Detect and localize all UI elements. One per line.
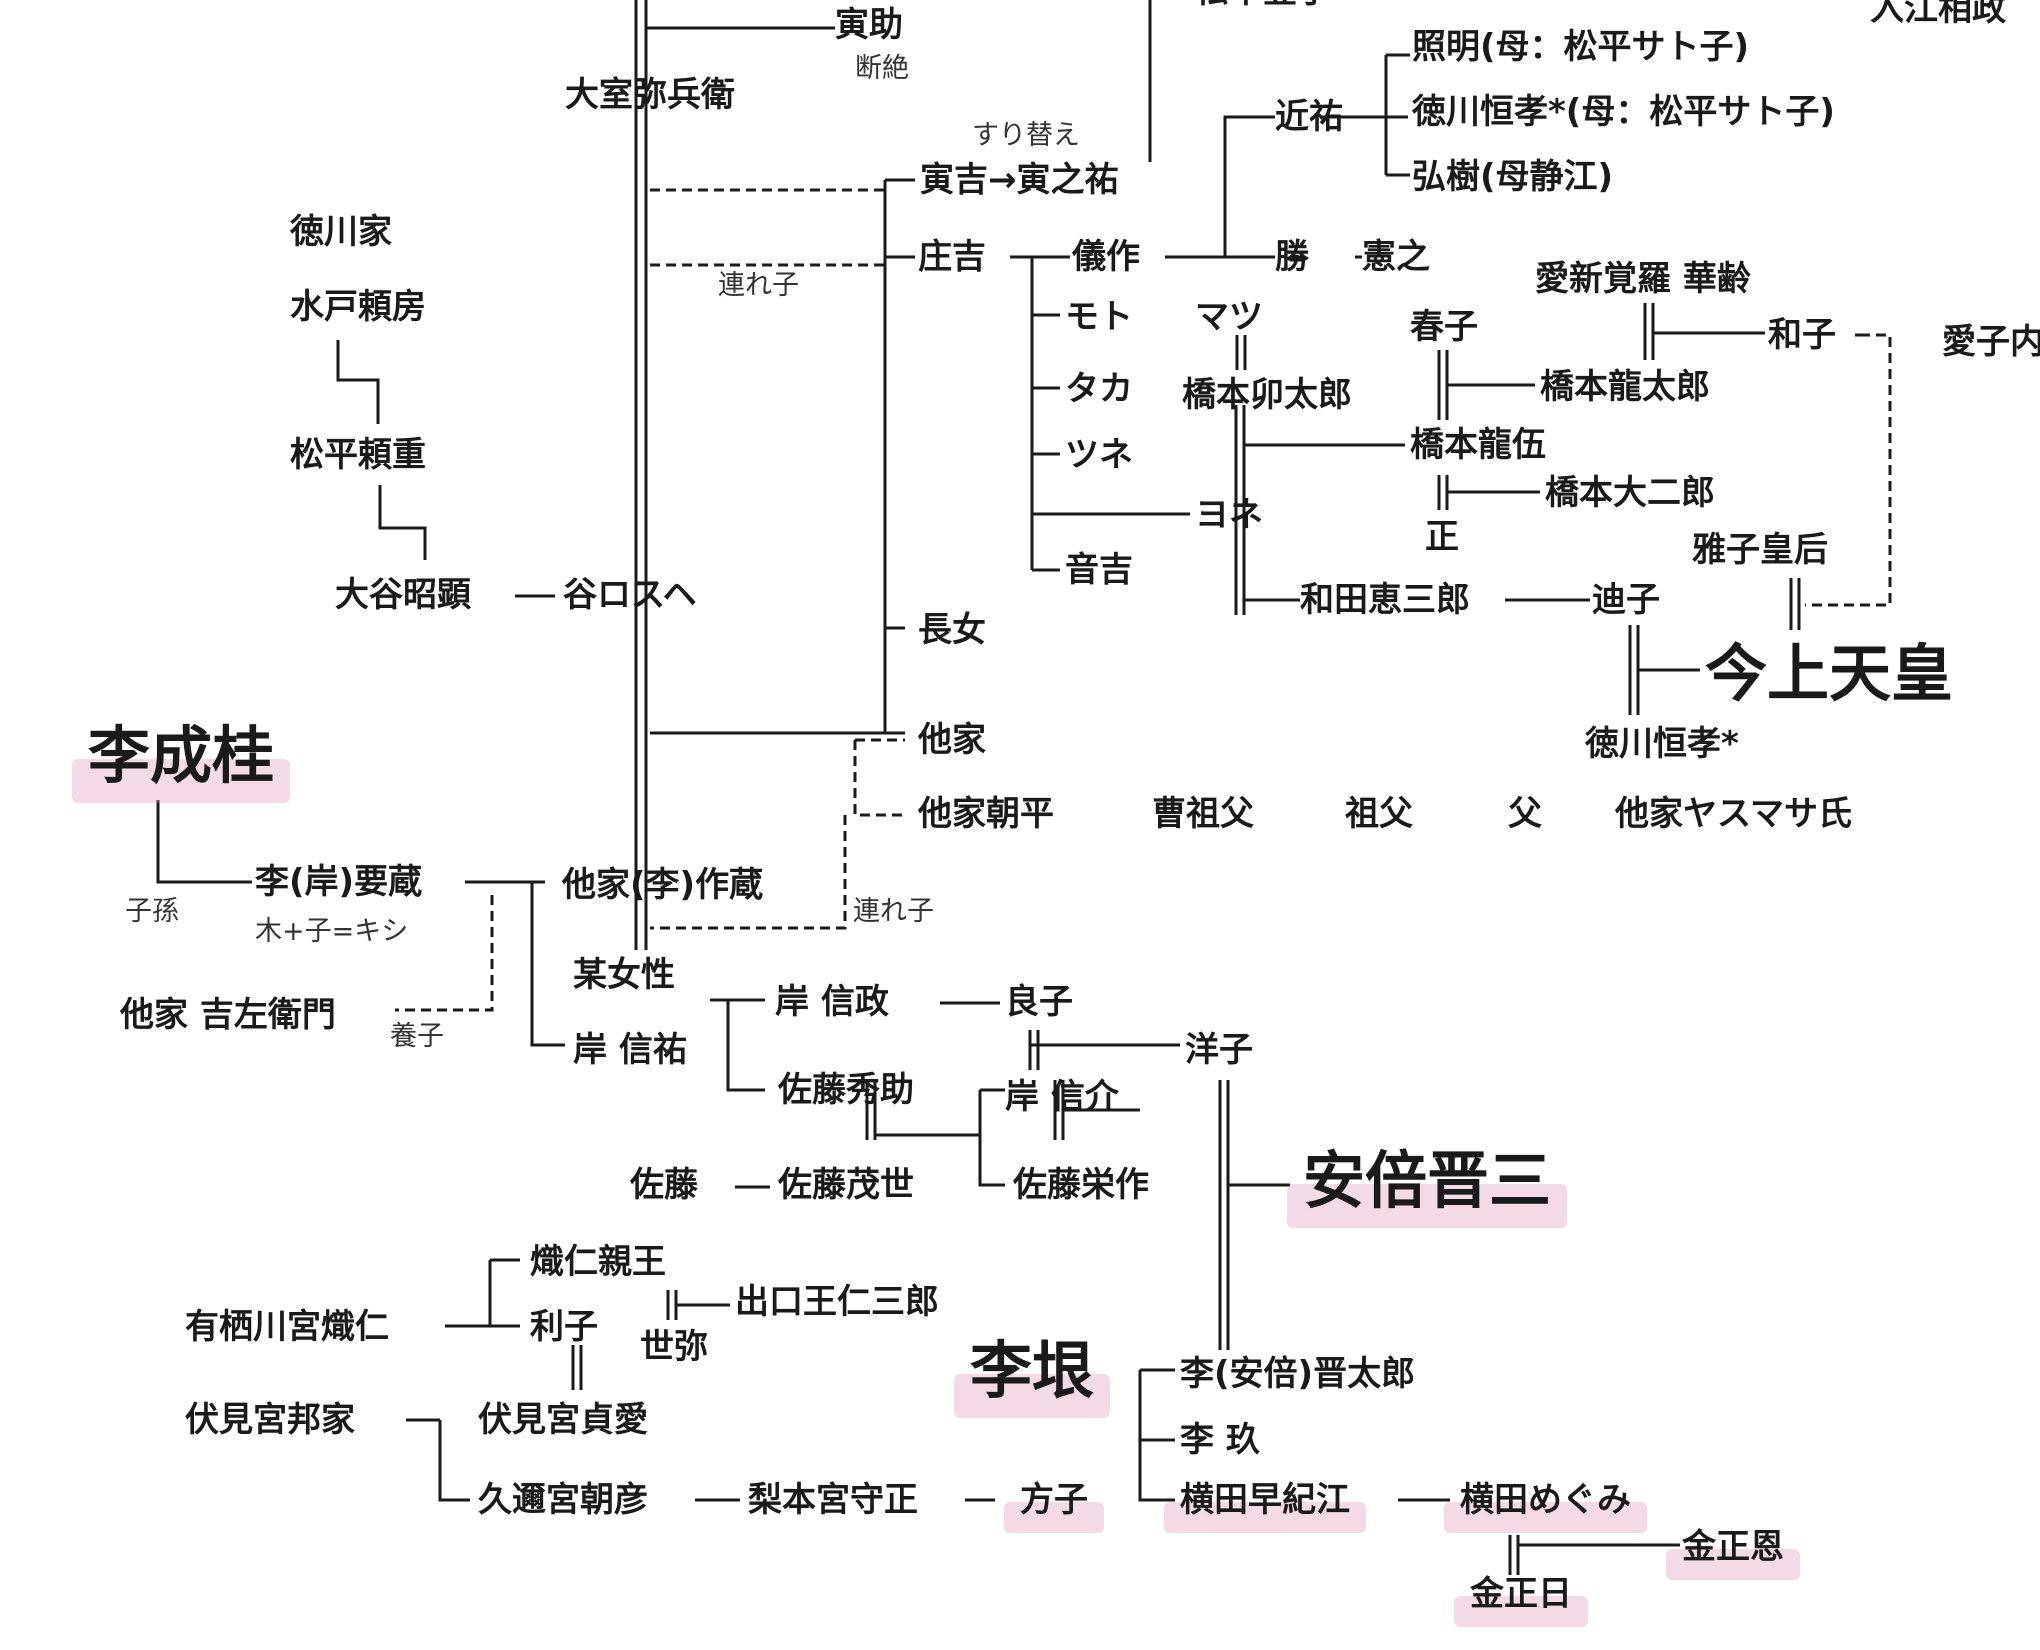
person-kim-jongil: 金正日 [1454, 1574, 1588, 1627]
person-kazuko: 和子 [1768, 315, 1836, 355]
person-sato: 佐藤 [630, 1165, 698, 1205]
person-hashimoto-ryutaro: 橋本龍太郎 [1540, 367, 1710, 407]
person-yone: ヨネ [1195, 495, 1263, 535]
person-taniguchi: 谷ロスヘ [563, 575, 697, 615]
note-shison: 子孫 [125, 896, 179, 927]
person-fushimi-kuniie: 伏見宮邦家 [185, 1400, 355, 1440]
person-sosofu: 曹祖父 [1152, 794, 1254, 834]
person-sato-eisaku: 佐藤栄作 [1013, 1165, 1149, 1205]
person-wada: 和田恵三郎 [1300, 580, 1470, 620]
person-hashimoto-utaro: 橋本卯太郎 [1182, 375, 1352, 415]
person-deguchi: 出口王仁三郎 [735, 1282, 939, 1322]
person-teruaki: 照明(母：松平サト子) [1412, 27, 1750, 67]
person-chojo: 長女 [918, 610, 986, 650]
person-take-yasumasa: 他家ヤスマサ氏 [1615, 794, 1852, 834]
person-tadashi: 正 [1425, 517, 1459, 557]
person-fushimi-sadanaru: 伏見宮貞愛 [478, 1400, 648, 1440]
person-matsudaira-yorishige: 松平頼重 [290, 435, 426, 475]
note-surikae: すり替え [972, 120, 1080, 151]
person-yoko: 洋子 [1185, 1030, 1253, 1070]
person-abe-shinzo: 安倍晋三 [1286, 1144, 1568, 1228]
person-kuninomiya: 久邇宮朝彦 [478, 1480, 648, 1520]
person-sato-moyo: 佐藤茂世 [778, 1165, 914, 1205]
person-aishinkakura: 愛新覚羅 華齢 [1535, 259, 1751, 299]
person-kishi-nobusuke: 岸 信祐 [573, 1030, 687, 1070]
person-tsune: ツネ [1065, 435, 1133, 475]
person-tsunetaka-1: 徳川恒孝*(母：松平サト子) [1412, 92, 1835, 132]
person-seiya: 世弥 [640, 1327, 708, 1367]
person-yi-un: 李垠 [953, 1334, 1111, 1418]
person-yoshiko: 良子 [1005, 982, 1073, 1022]
person-yozo: 李(岸)要蔵 [255, 862, 423, 902]
person-torasuke: 寅助 [835, 5, 903, 45]
person-tokugawa-ke: 徳川家 [290, 212, 392, 252]
note-kishi-kanji: 木+子=キシ [255, 916, 409, 947]
person-noriyuki: 憲之 [1362, 237, 1430, 277]
note-tsurego-2: 連れ子 [853, 896, 934, 927]
person-arisugawa: 有栖川宮熾仁 [185, 1307, 389, 1347]
person-kim-jongun: 金正恩 [1666, 1527, 1800, 1580]
person-toshiko: 利子 [530, 1307, 598, 1347]
person-kichizaemon: 他家 吉左衛門 [120, 995, 336, 1035]
person-masako-hojo: 方子 [1004, 1480, 1104, 1533]
person-torakichi: 寅吉→寅之祐 [920, 160, 1119, 200]
person-top-cut-2: 入江相政 [1870, 0, 2006, 29]
person-bo-josei: 某女性 [573, 955, 675, 995]
person-yi-gu: 李 玖 [1180, 1420, 1260, 1460]
person-chikasuke: 近祐 [1275, 97, 1343, 137]
person-haruko: 春子 [1410, 307, 1478, 347]
person-yi-shintaro: 李(安倍)晋太郎 [1180, 1354, 1416, 1394]
person-taka: タカ [1065, 369, 1133, 409]
person-sofu: 祖父 [1345, 794, 1413, 834]
person-kishi-shinsuke: 岸 信介 [1005, 1077, 1119, 1117]
person-taruhito-shinno: 熾仁親王 [530, 1242, 666, 1282]
person-hashimoto-ryugo: 橋本龍伍 [1410, 425, 1546, 465]
person-hashimoto-daijiro: 橋本大二郎 [1545, 473, 1715, 513]
person-masaru: 勝 [1275, 237, 1309, 277]
person-sato-hidesuke: 佐藤秀助 [778, 1070, 914, 1110]
person-shokichi: 庄吉 [918, 237, 986, 277]
person-otani: 大谷昭顕 [335, 575, 471, 615]
person-emperor: 今上天皇 [1705, 637, 1954, 710]
person-aiko: 愛子内 [1942, 322, 2040, 362]
person-nashimoto: 梨本宮守正 [748, 1480, 918, 1520]
person-tsunetaka-2: 徳川恒孝* [1585, 724, 1739, 764]
person-hiroki: 弘樹(母静江) [1412, 157, 1614, 197]
person-masako: 雅子皇后 [1692, 530, 1828, 570]
person-yokota-megumi: 横田めぐみ [1443, 1480, 1648, 1533]
person-moto: モト [1065, 297, 1133, 337]
person-mito-yorifusa: 水戸頼房 [290, 287, 426, 327]
person-take-asahira: 他家朝平 [918, 794, 1054, 834]
person-yokota-sakie: 横田早紀江 [1164, 1480, 1366, 1533]
person-yi-seonggye: 李成桂 [71, 719, 291, 803]
person-kishi-nobumasa: 岸 信政 [775, 982, 889, 1022]
person-otokichi: 音吉 [1065, 550, 1133, 590]
person-omuro-yahee: 大室弥兵衛 [565, 75, 735, 115]
person-take-ke: 他家 [918, 720, 986, 760]
person-chichi: 父 [1508, 794, 1542, 834]
person-gisaku: 儀作 [1072, 237, 1140, 277]
person-michiko: 迪子 [1592, 580, 1660, 620]
person-matsu: マツ [1195, 297, 1263, 337]
note-yoshi: 養子 [390, 1021, 444, 1052]
person-top-cut-1: 松平登子 [1195, 0, 1331, 8]
note-danzetsu: 断絶 [855, 53, 909, 84]
note-tsurego-1: 連れ子 [718, 270, 799, 301]
person-sakuzo: 他家(李)作蔵 [562, 865, 764, 905]
